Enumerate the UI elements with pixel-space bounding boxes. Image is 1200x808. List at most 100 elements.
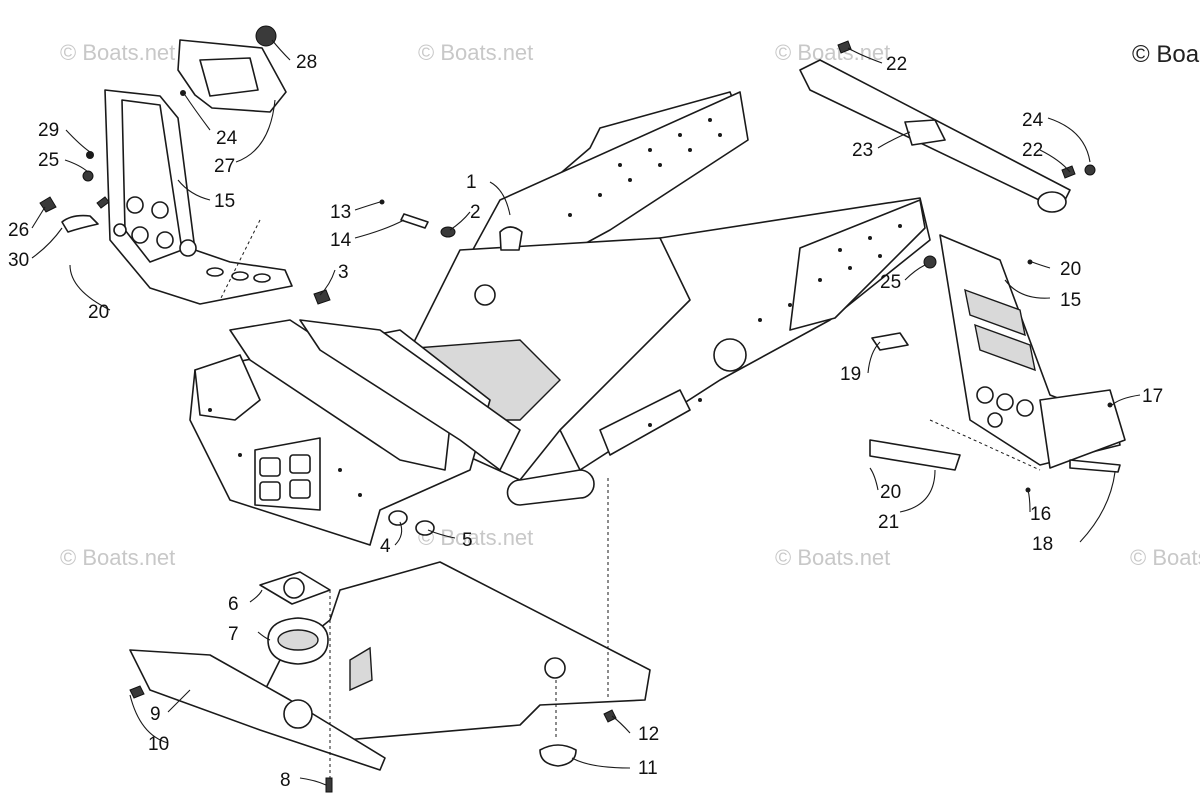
callout-25-right: 25 xyxy=(880,272,901,293)
belly-pan-assembly xyxy=(129,561,651,793)
frame-front-left-face xyxy=(194,354,261,421)
skid-plate-9 xyxy=(129,649,386,771)
right-footrest-assembly xyxy=(869,234,1126,493)
frame-large-hole xyxy=(713,338,747,372)
callout-24-right: 24 xyxy=(1022,110,1044,131)
steering-support-bracket xyxy=(904,119,946,146)
rivet-13 xyxy=(379,199,385,205)
left-bracket-face xyxy=(199,57,259,97)
watermark-5: © Boats.net xyxy=(418,525,533,550)
screw-10 xyxy=(129,685,145,699)
bolt-29 xyxy=(86,151,94,159)
callout-9: 9 xyxy=(150,704,161,725)
callout-4: 4 xyxy=(380,536,391,557)
steering-support-assembly xyxy=(799,40,1096,213)
frame-rear-plate xyxy=(789,199,926,331)
watermark-corner: © Boa xyxy=(1132,41,1200,68)
watermark-3: © Boats.net xyxy=(775,40,890,65)
watermark-6: © Boats.net xyxy=(775,545,890,570)
cap-28 xyxy=(255,25,277,47)
callout-1: 1 xyxy=(466,172,477,193)
right-footrest-end xyxy=(1039,389,1126,469)
frame-steering-mount xyxy=(474,284,496,306)
watermark-2: © Boats.net xyxy=(418,40,533,65)
callout-24-left: 24 xyxy=(216,128,238,149)
frame-crossmember-right xyxy=(299,319,521,471)
belly-pan-hole-2 xyxy=(283,699,313,729)
callout-6: 6 xyxy=(228,594,239,615)
plate-14 xyxy=(400,213,429,229)
nut-25-right xyxy=(923,255,937,269)
callout-10: 10 xyxy=(148,734,169,755)
frame-rail-bracket xyxy=(599,389,691,456)
frame-slot-3 xyxy=(259,481,281,501)
callout-12: 12 xyxy=(638,724,659,745)
callout-25-left: 25 xyxy=(38,150,59,171)
belly-pan-recess xyxy=(349,646,373,692)
washer-5 xyxy=(415,520,435,536)
steering-support-end xyxy=(1037,191,1067,213)
bolt-22-left xyxy=(837,40,852,54)
left-footrest-assembly xyxy=(39,25,293,305)
leader-lines xyxy=(31,39,1141,786)
frame-tube xyxy=(506,469,595,506)
callout-14: 14 xyxy=(330,230,352,251)
nut-25 xyxy=(82,170,94,182)
traction-pad-lower xyxy=(974,323,1036,372)
callout-19: 19 xyxy=(840,364,861,385)
callout-29: 29 xyxy=(38,120,59,141)
callout-2: 2 xyxy=(470,202,481,223)
callout-27: 27 xyxy=(214,156,235,177)
callout-7: 7 xyxy=(228,624,239,645)
callout-16: 16 xyxy=(1030,504,1051,525)
watermark-7: © Boats.net xyxy=(1130,545,1200,570)
callout-20-left: 20 xyxy=(88,302,109,323)
rivet xyxy=(96,196,110,209)
callout-11: 11 xyxy=(638,758,658,779)
callout-20-right: 20 xyxy=(1060,259,1081,280)
bolt-22-right xyxy=(1061,165,1076,179)
frame-crossmember-left xyxy=(229,319,451,471)
frame-slot-1 xyxy=(259,457,281,477)
callout-5: 5 xyxy=(462,530,473,551)
screw-26 xyxy=(39,196,57,213)
bolt-24 xyxy=(180,90,186,96)
frame-slot-2 xyxy=(289,454,311,474)
callout-13: 13 xyxy=(330,202,351,223)
washer-4 xyxy=(388,510,408,526)
callout-21: 21 xyxy=(878,512,899,533)
watermark-4: © Boats.net xyxy=(60,545,175,570)
callout-22-right: 22 xyxy=(1022,140,1043,161)
nut-24-right xyxy=(1084,164,1096,176)
callout-labels: 1 2 3 4 5 6 7 8 9 10 11 12 13 14 15 15 1… xyxy=(8,52,1163,791)
bracket-21 xyxy=(869,439,961,471)
callout-23: 23 xyxy=(852,140,873,161)
rivet-17 xyxy=(1107,402,1113,408)
frame-rivet-holes xyxy=(208,118,902,497)
bolt-3 xyxy=(313,289,331,305)
callout-15-right: 15 xyxy=(1060,290,1081,311)
frame-post xyxy=(499,226,523,251)
left-footrest-holes xyxy=(113,196,271,283)
watermark-1: © Boats.net xyxy=(60,40,175,65)
plug-11 xyxy=(539,744,577,767)
callout-17: 17 xyxy=(1142,386,1163,407)
left-footrest-side xyxy=(121,99,183,263)
callout-28: 28 xyxy=(296,52,317,73)
strap-30 xyxy=(61,214,99,233)
callout-18: 18 xyxy=(1032,534,1053,555)
rivet-20-right xyxy=(1027,259,1033,265)
clip-19 xyxy=(871,332,909,351)
callout-22-top: 22 xyxy=(886,54,907,75)
right-footrest-holes xyxy=(976,386,1034,428)
callout-30: 30 xyxy=(8,250,29,271)
grommet-7-inner xyxy=(277,629,319,651)
rivet-8 xyxy=(325,777,333,793)
callout-20-lower: 20 xyxy=(880,482,901,503)
traction-pad-upper xyxy=(964,288,1026,337)
callout-8: 8 xyxy=(280,770,291,791)
flange-hole xyxy=(283,577,305,599)
callout-15-left: 15 xyxy=(214,191,235,212)
main-chassis-frame xyxy=(189,91,931,546)
